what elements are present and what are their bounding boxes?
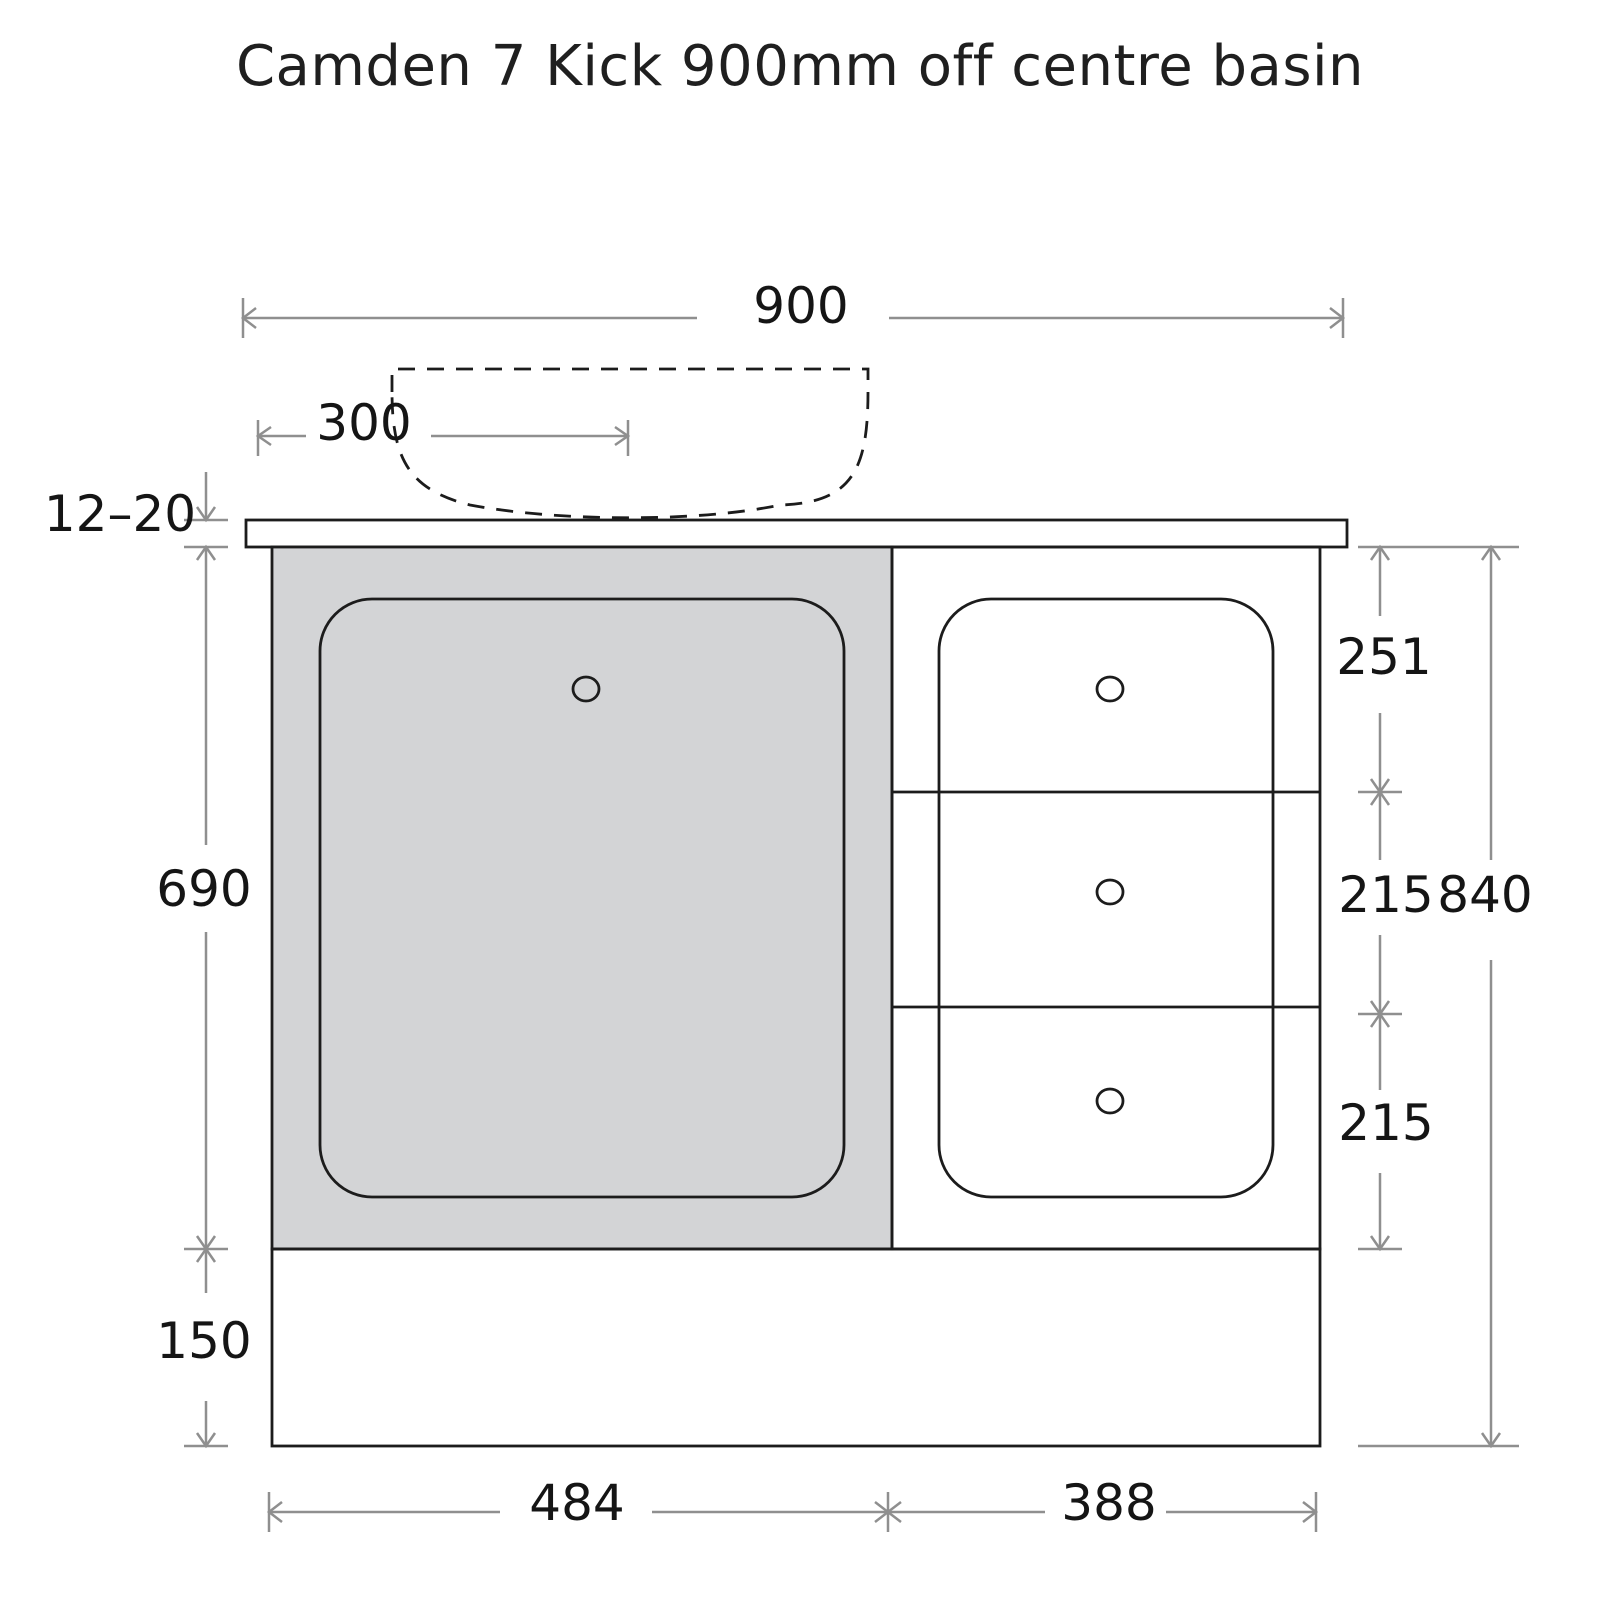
drawer-front: [937, 597, 1275, 1199]
drawer-section: [890, 545, 1322, 1251]
dim-drawer-width: 388: [885, 1474, 1319, 1532]
drawer-knob-bottom: [1095, 1087, 1125, 1115]
dim-door-width-label: 484: [529, 1474, 624, 1532]
dim-drawer-bottom-label: 215: [1338, 1094, 1433, 1152]
dim-kick-height: 150: [156, 1246, 252, 1449]
dim-overall-width: 900: [240, 277, 1346, 338]
dim-kick-height-label: 150: [156, 1312, 251, 1370]
drawer-knob-middle: [1095, 878, 1125, 906]
dim-door-width: 484: [266, 1474, 891, 1532]
cupboard-door: [318, 597, 846, 1199]
dim-basin-offset-label: 300: [316, 394, 411, 452]
dim-cabinet-height-label: 690: [156, 860, 251, 918]
dim-drawer-width-label: 388: [1061, 1474, 1156, 1532]
dim-top-thickness-label: 12–20: [44, 485, 196, 543]
dim-drawer-heights: 251 215 215: [1336, 544, 1519, 1252]
dim-cabinet-height: 690: [156, 544, 252, 1252]
dim-overall-width-label: 900: [753, 277, 848, 335]
dim-drawer-middle-label: 215: [1338, 866, 1433, 924]
basin-outline: [390, 367, 870, 520]
kick-board: [270, 1247, 1322, 1448]
dim-overall-height: 840: [1358, 544, 1533, 1449]
drawer-knob-top: [1095, 675, 1125, 703]
door-knob: [571, 675, 601, 703]
drawing-title: Camden 7 Kick 900mm off centre basin: [235, 34, 1365, 99]
dim-basin-offset: 300: [255, 394, 631, 456]
dim-top-thickness: 12–20: [44, 472, 228, 543]
dim-drawer-top-label: 251: [1336, 628, 1431, 686]
bench-top: [244, 518, 1349, 549]
dim-overall-height-label: 840: [1437, 866, 1532, 924]
